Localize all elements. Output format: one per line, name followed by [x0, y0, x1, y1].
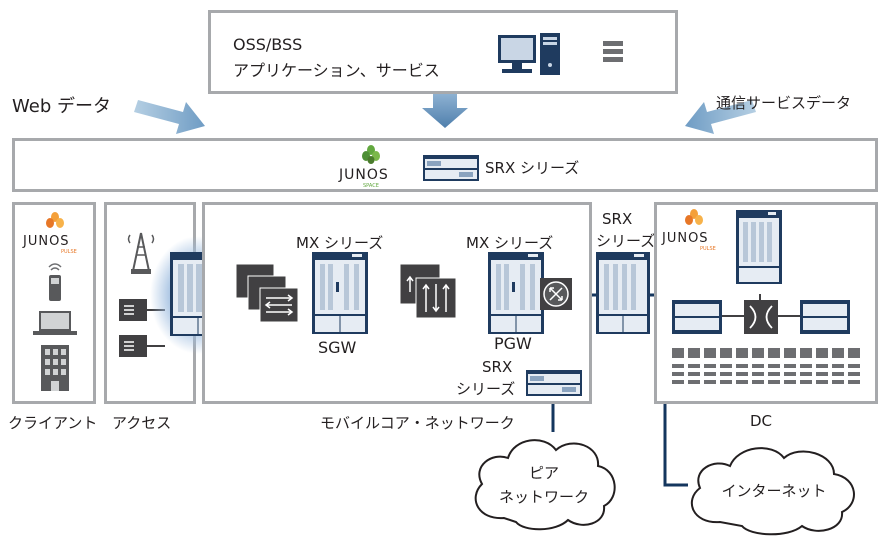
space-logo-text: SPACE — [363, 183, 379, 189]
dc-junos-logo-text: JUNOS — [661, 231, 709, 246]
junos-pulse-logo-text: JUNOS — [22, 234, 70, 249]
oss-bss-panel: OSS/BSS アプリケーション、サービス — [208, 10, 678, 94]
fabric-switch-icon — [400, 264, 457, 319]
dc-core-router-icon — [736, 210, 782, 284]
mobile-core-label: モバイルコア・ネットワーク — [320, 414, 515, 432]
sgw-router-icon — [312, 252, 368, 334]
peer-network-line1: ピア — [528, 464, 559, 482]
junos-space-bar: JUNOS SPACE SRX シリーズ — [12, 138, 878, 192]
access-device-2-icon — [119, 335, 165, 357]
srx-bottom-line2: シリーズ — [456, 380, 516, 398]
srx-mid-icon — [596, 252, 650, 334]
mobile-phone-icon — [48, 263, 62, 301]
dc-fabric-layer — [672, 294, 860, 384]
comm-data-label: 通信サービスデータ — [716, 94, 852, 112]
internet-label: インターネット — [721, 482, 827, 500]
oss-subtitle: アプリケーション、サービス — [233, 61, 440, 80]
round-router-icon — [540, 278, 572, 310]
web-data-label: Web データ — [12, 96, 111, 117]
srx-mid-line2: シリーズ — [596, 232, 656, 250]
building-icon — [41, 345, 69, 391]
access-label: アクセス — [112, 414, 172, 432]
srx-series-top-label: SRX シリーズ — [485, 159, 580, 177]
srx-chassis-icon — [423, 155, 479, 181]
pgw-router-icon — [488, 252, 544, 334]
desktop-computer-icon — [498, 33, 560, 75]
dc-label: DC — [750, 412, 773, 430]
server-stack-icon — [603, 41, 623, 62]
client-label: クライアント — [8, 414, 98, 432]
comm-data-arrow — [685, 100, 756, 134]
srx-bottom-line1: SRX — [482, 358, 513, 376]
sgw-label: SGW — [318, 338, 357, 357]
switch-stack-icon — [236, 264, 299, 323]
pulse-logo-text: PULSE — [61, 249, 77, 255]
web-data-arrow — [134, 100, 205, 134]
oss-title: OSS/BSS — [233, 35, 303, 54]
srx-bottom-icon — [526, 370, 582, 396]
junos-space-logo: JUNOS SPACE — [338, 145, 389, 189]
peer-network-cloud — [474, 439, 616, 531]
dc-pulse-logo-text: PULSE — [700, 246, 716, 252]
client-panel: JUNOS PULSE — [12, 202, 96, 404]
srx-mid-line1: SRX — [602, 210, 633, 228]
mx-series-2-label: MX シリーズ — [466, 234, 554, 252]
mx-series-1-label: MX シリーズ — [296, 234, 384, 252]
oss-down-arrow — [422, 94, 468, 128]
junos-logo-text: JUNOS — [338, 167, 389, 183]
junos-pulse-logo: JUNOS PULSE — [22, 212, 77, 255]
pgw-label: PGW — [494, 334, 532, 353]
cell-tower-icon — [127, 232, 155, 274]
internet-cloud — [690, 447, 855, 536]
dc-junos-pulse-logo: JUNOS PULSE — [661, 209, 716, 252]
peer-network-line2: ネットワーク — [498, 488, 589, 506]
laptop-icon — [33, 311, 77, 335]
